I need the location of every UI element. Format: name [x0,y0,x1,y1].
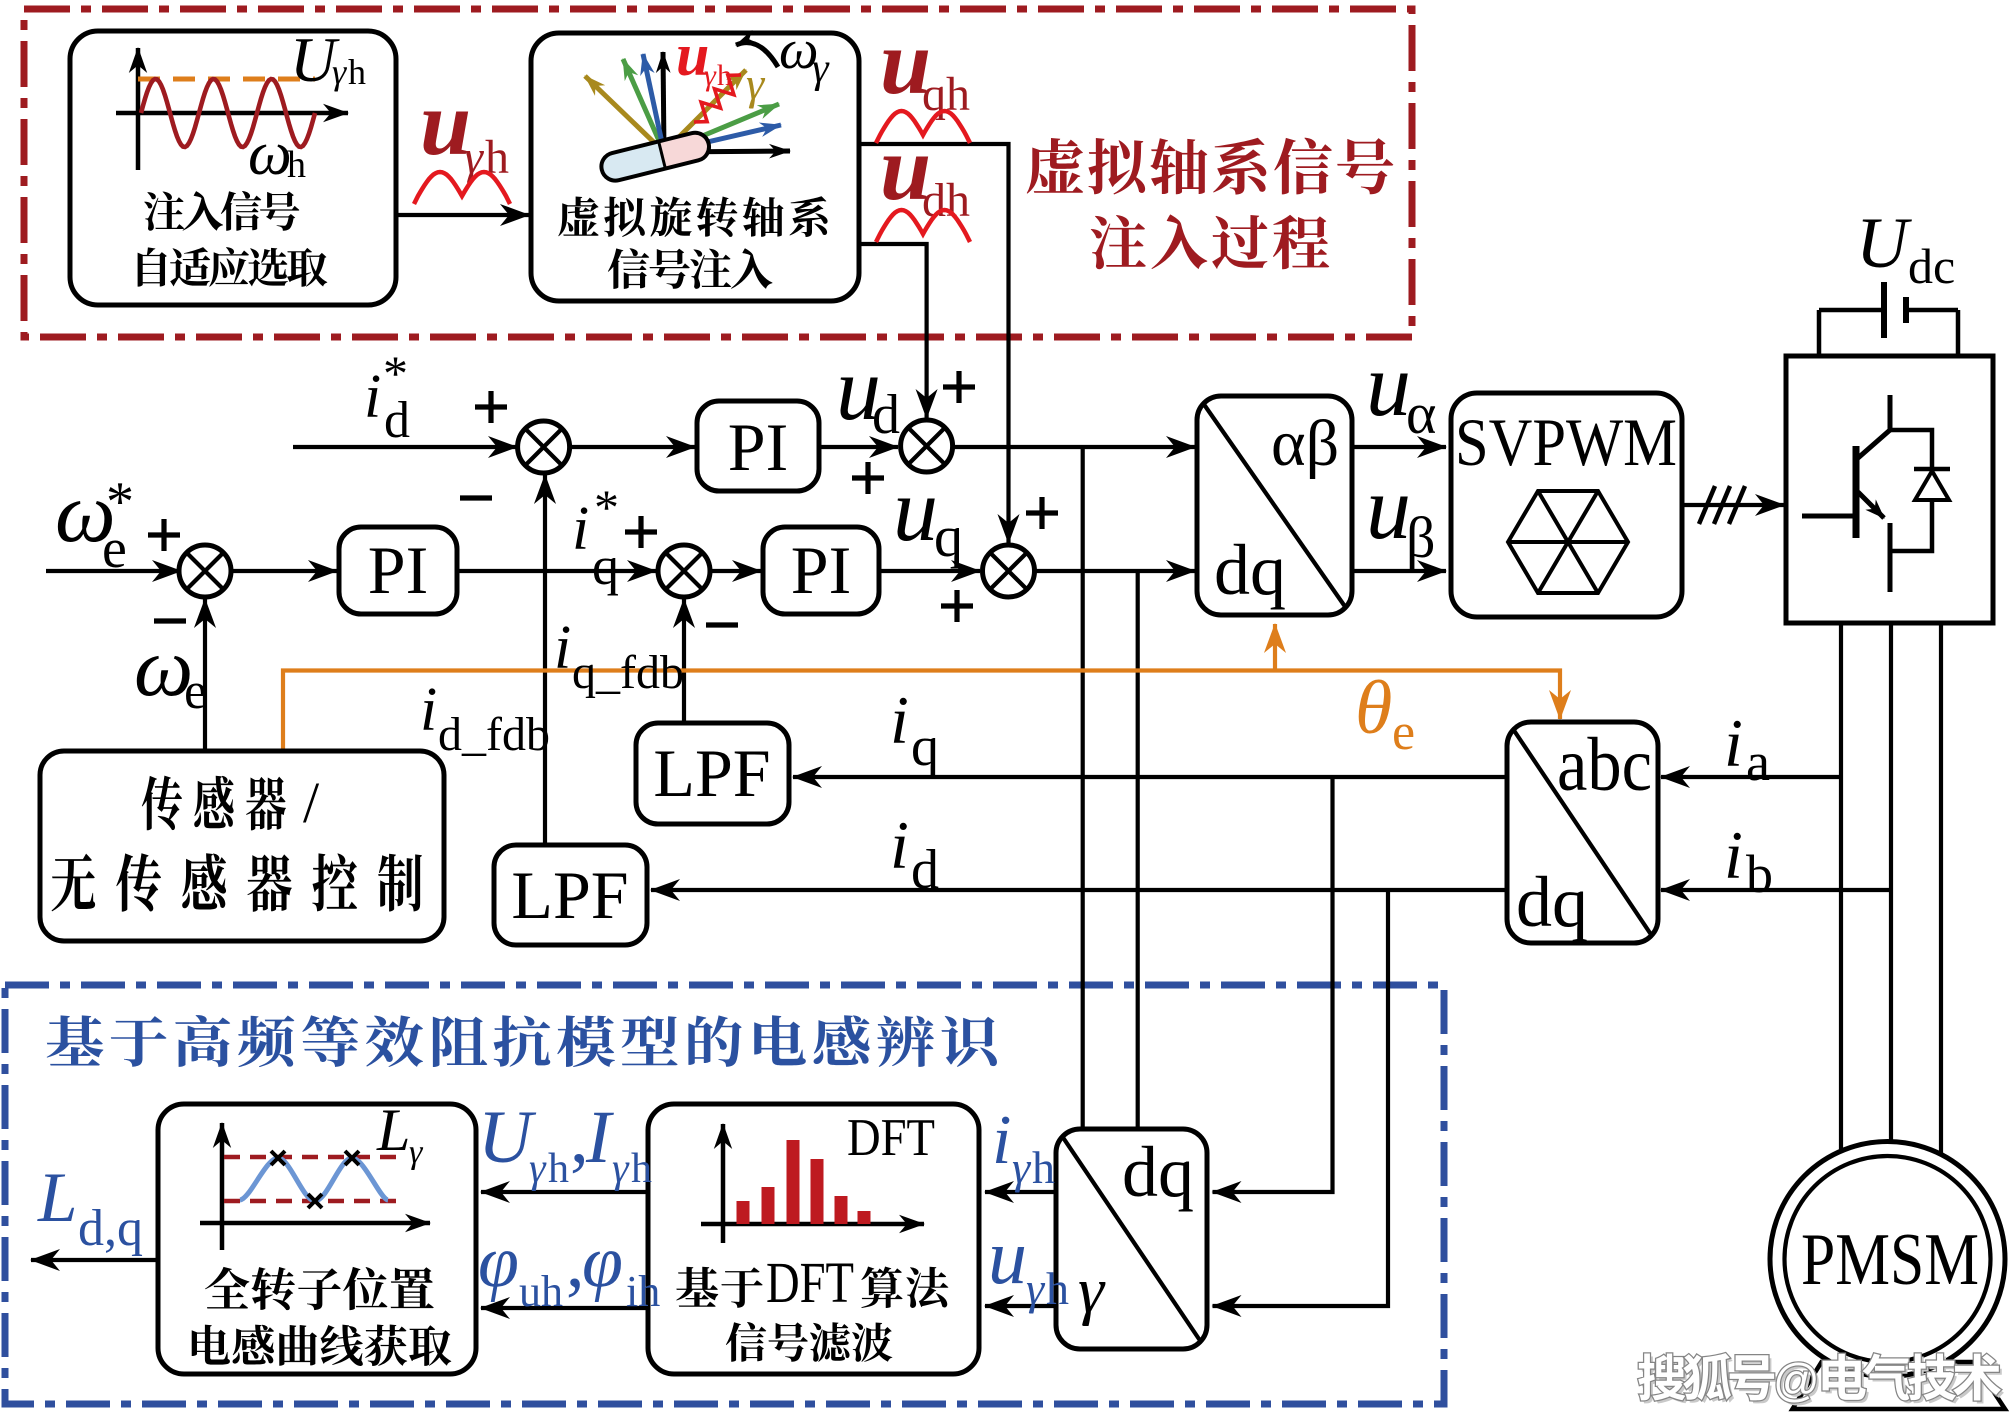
svg-text:b: b [1746,844,1773,904]
svg-text:ω: ω [55,464,116,560]
svg-text:DFT: DFT [766,1250,854,1315]
svg-text:q_fdb: q_fdb [572,646,684,699]
svg-text:β: β [1406,505,1436,570]
svg-text:γ: γ [464,131,484,184]
svg-text:q: q [911,716,939,778]
svg-text:*: * [106,471,134,533]
svg-text:e: e [102,518,127,580]
svg-text:γ: γ [529,1146,547,1192]
svg-text:ω: ω [248,120,292,188]
svg-text:@: @ [1776,1357,1823,1409]
svg-text:i: i [890,682,909,758]
svg-text:u: u [676,22,709,88]
svg-text:u: u [1366,459,1411,558]
svg-text:ω: ω [779,19,819,81]
svg-text:γ: γ [1012,1142,1032,1193]
svg-text:e: e [1392,704,1415,761]
svg-text:h: h [548,1146,569,1192]
svg-text:h: h [631,1146,652,1192]
svg-text:*: * [594,479,619,535]
svg-text:d: d [911,839,939,901]
svg-text:dc: dc [1908,238,1955,294]
svg-text:i: i [554,614,571,682]
svg-text:i: i [890,807,909,883]
svg-text:a: a [1746,732,1770,792]
svg-text:θ: θ [1355,666,1392,750]
svg-text:i: i [572,495,589,563]
svg-text:SVPWM: SVPWM [1455,404,1677,480]
svg-text:u: u [880,11,931,113]
svg-text:dq: dq [1122,1132,1194,1212]
svg-text:i: i [1724,705,1743,781]
svg-text:uh: uh [519,1267,563,1316]
svg-text:γ: γ [332,52,347,92]
svg-text:i: i [364,363,381,431]
svg-text:L: L [376,1097,410,1163]
svg-text:dq: dq [1516,862,1588,942]
svg-text:γ: γ [746,58,766,109]
svg-text:DFT: DFT [847,1109,935,1167]
svg-text:e: e [184,663,207,720]
svg-text:u: u [880,117,931,219]
svg-text:d,q: d,q [78,1200,143,1257]
svg-text:α: α [1406,381,1436,446]
svg-text:u: u [988,1213,1027,1300]
svg-text:γ: γ [409,1134,424,1171]
svg-text:h: h [1032,1142,1055,1193]
svg-text:ih: ih [626,1267,660,1316]
svg-text:h: h [348,52,366,92]
svg-text:U: U [290,24,340,95]
svg-text:d: d [384,392,410,449]
svg-text:φ: φ [582,1221,623,1303]
svg-text:@: @ [1773,1354,1820,1406]
svg-text:αβ: αβ [1271,407,1339,480]
svg-text:abc: abc [1557,723,1652,807]
svg-text:h: h [1046,1263,1069,1314]
svg-text:γ: γ [612,1146,630,1192]
svg-text:u: u [893,461,938,560]
svg-text:/: / [303,770,320,835]
svg-text:PMSM: PMSM [1801,1219,1979,1301]
svg-text:,: , [566,1221,585,1303]
svg-text:PI: PI [368,532,428,608]
svg-text:i: i [992,1102,1011,1179]
svg-text:γ: γ [1026,1263,1046,1314]
svg-text:U: U [478,1096,537,1179]
svg-text:LPF: LPF [653,735,770,811]
svg-text:*: * [383,345,408,401]
svg-text:U: U [1856,203,1912,283]
svg-text:PI: PI [791,532,851,608]
svg-text:γ: γ [1078,1254,1106,1327]
svg-text:γ: γ [812,46,830,92]
svg-text:u: u [420,72,471,174]
svg-text:h: h [287,144,306,186]
svg-text:,: , [570,1096,589,1179]
svg-text:h: h [717,59,732,92]
svg-text:d: d [872,384,900,446]
svg-text:γ: γ [704,59,717,92]
svg-text:h: h [485,131,509,184]
svg-text:LPF: LPF [511,857,628,933]
svg-text:i: i [1724,817,1743,893]
svg-text:PI: PI [728,409,788,485]
svg-text:u: u [1366,336,1411,435]
svg-text:u: u [836,340,881,439]
svg-text:I: I [585,1096,614,1179]
svg-text:dq: dq [1214,530,1286,610]
svg-text:q: q [592,536,619,596]
svg-text:d_fdb: d_fdb [438,708,550,761]
svg-text:q: q [934,504,963,569]
svg-text:ω: ω [134,621,193,714]
svg-text:i: i [420,676,437,744]
svg-text:φ: φ [478,1221,519,1303]
svg-text:L: L [37,1159,78,1237]
